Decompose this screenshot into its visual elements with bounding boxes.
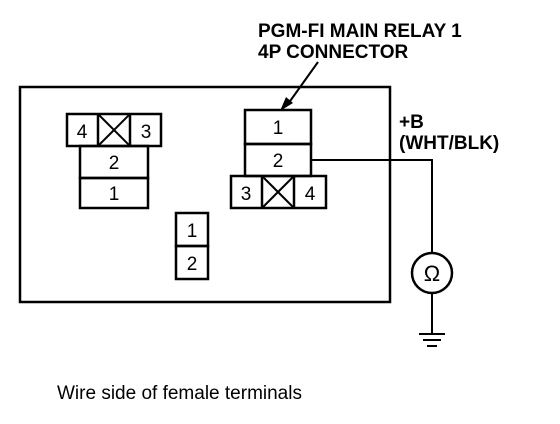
relay-terminal-1: 1 [273,118,284,139]
small-connector: 1 2 [174,211,210,281]
left-connector: 4 3 2 1 [65,112,163,210]
small-terminal-1: 1 [187,221,198,242]
left-terminal-1: 1 [109,184,120,205]
left-terminal-3: 3 [141,122,152,143]
left-terminal-4: 4 [77,122,88,143]
relay-terminal-4: 4 [305,184,316,205]
connector-housing [18,85,392,304]
relay-terminal-3: 3 [241,184,252,205]
power-label: +B [399,112,424,133]
relay-connector: 1 2 3 4 [229,108,328,210]
ohm-symbol: Ω [424,261,440,286]
caption: Wire side of female terminals [57,383,302,404]
wire-color-label: (WHT/BLK) [399,133,499,154]
title-line2: 4P CONNECTOR [258,42,409,63]
ohmmeter-icon: Ω [410,251,454,295]
title-line1: PGM-FI MAIN RELAY 1 [258,21,462,42]
blocked-cavity-icon [261,175,295,209]
ground-icon [419,333,445,347]
small-terminal-2: 2 [187,254,198,275]
blocked-cavity-icon [97,113,131,147]
test-lead [311,159,433,254]
relay-terminal-2: 2 [273,151,284,172]
left-terminal-2: 2 [109,153,120,174]
leader-arrow [280,61,319,111]
